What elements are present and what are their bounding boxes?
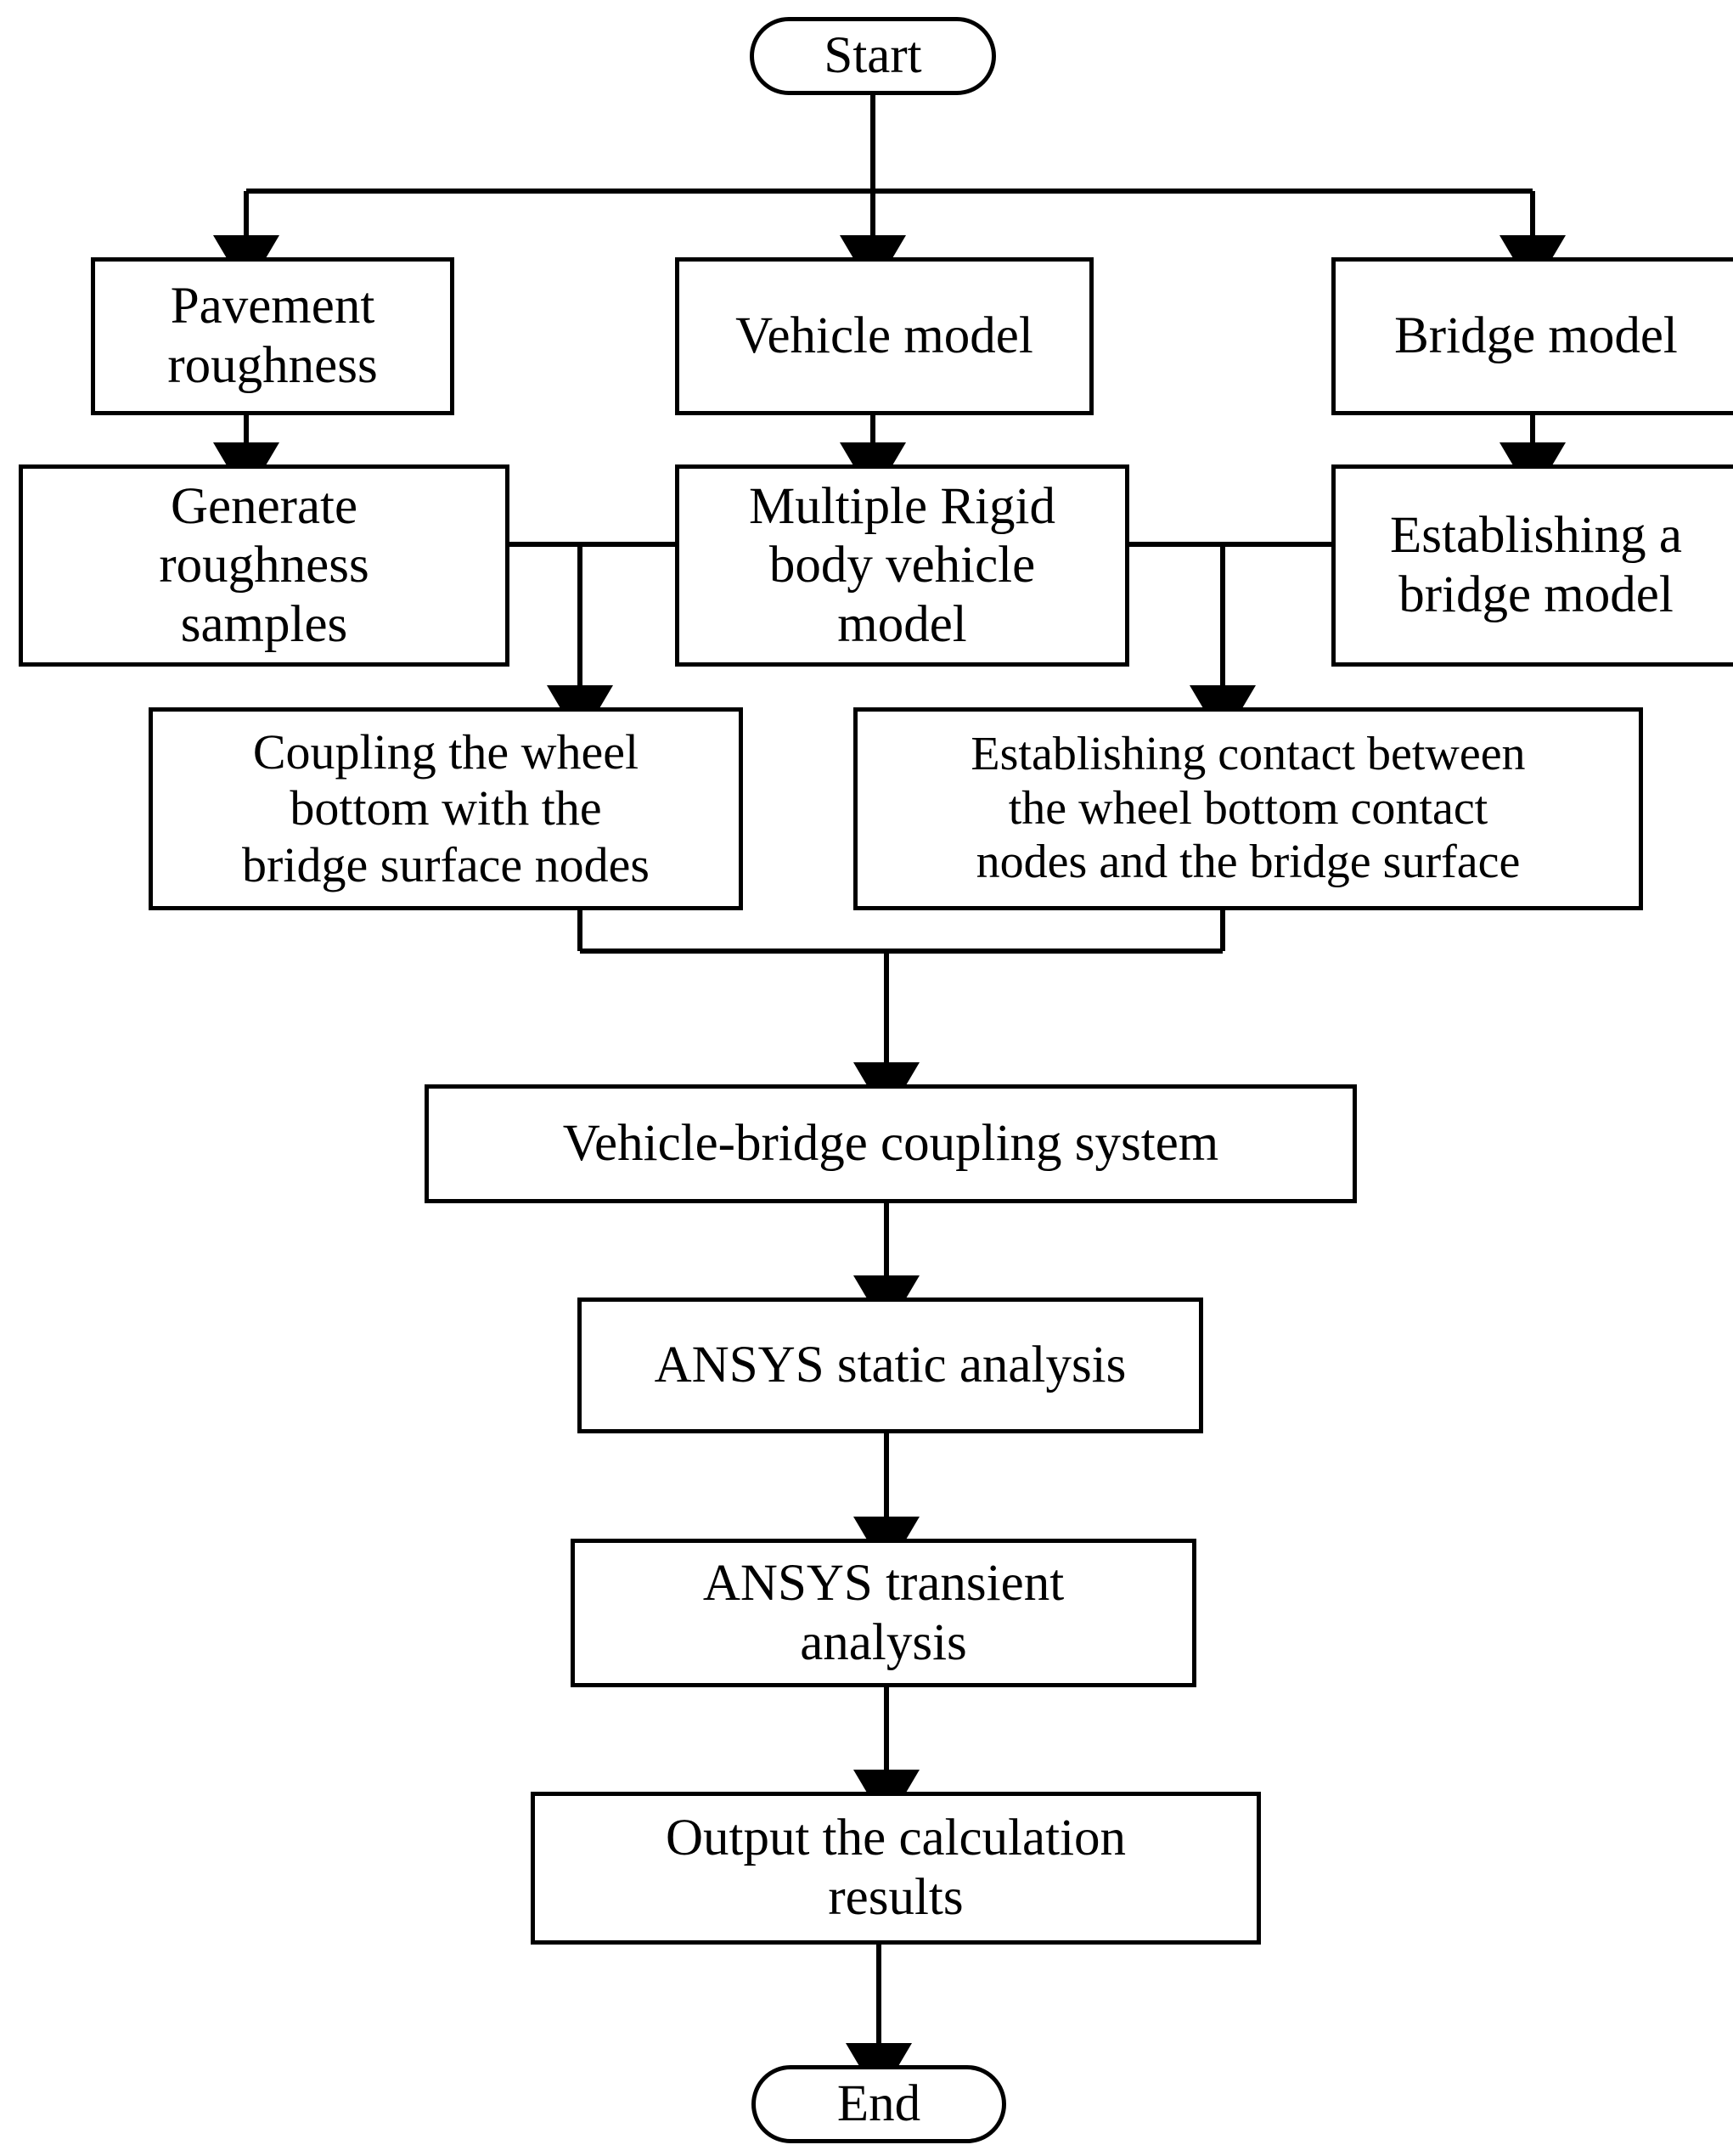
node-end[interactable]: End (751, 2065, 1006, 2143)
node-establishing-a-bridge-model[interactable]: Establishing a bridge model (1331, 464, 1733, 667)
node-generate-roughness-samples[interactable]: Generate roughness samples (19, 464, 509, 667)
node-bridge-model[interactable]: Bridge model (1331, 257, 1733, 415)
node-pavement-roughness[interactable]: Pavement roughness (91, 257, 454, 415)
node-vehicle-bridge-coupling-system[interactable]: Vehicle-bridge coupling system (425, 1084, 1357, 1203)
node-vehicle-model[interactable]: Vehicle model (675, 257, 1094, 415)
node-ansys-transient-analysis[interactable]: ANSYS transient analysis (571, 1539, 1196, 1687)
node-start[interactable]: Start (750, 17, 996, 95)
node-output-the-calculation-results[interactable]: Output the calculation results (531, 1792, 1261, 1945)
node-establishing-contact-wheel-bridge-surface[interactable]: Establishing contact between the wheel b… (853, 707, 1643, 910)
node-multiple-rigid-body-vehicle-model[interactable]: Multiple Rigid body vehicle model (675, 464, 1129, 667)
node-ansys-static-analysis[interactable]: ANSYS static analysis (577, 1298, 1203, 1433)
node-coupling-wheel-bottom-bridge-surface-nodes[interactable]: Coupling the wheel bottom with the bridg… (149, 707, 743, 910)
